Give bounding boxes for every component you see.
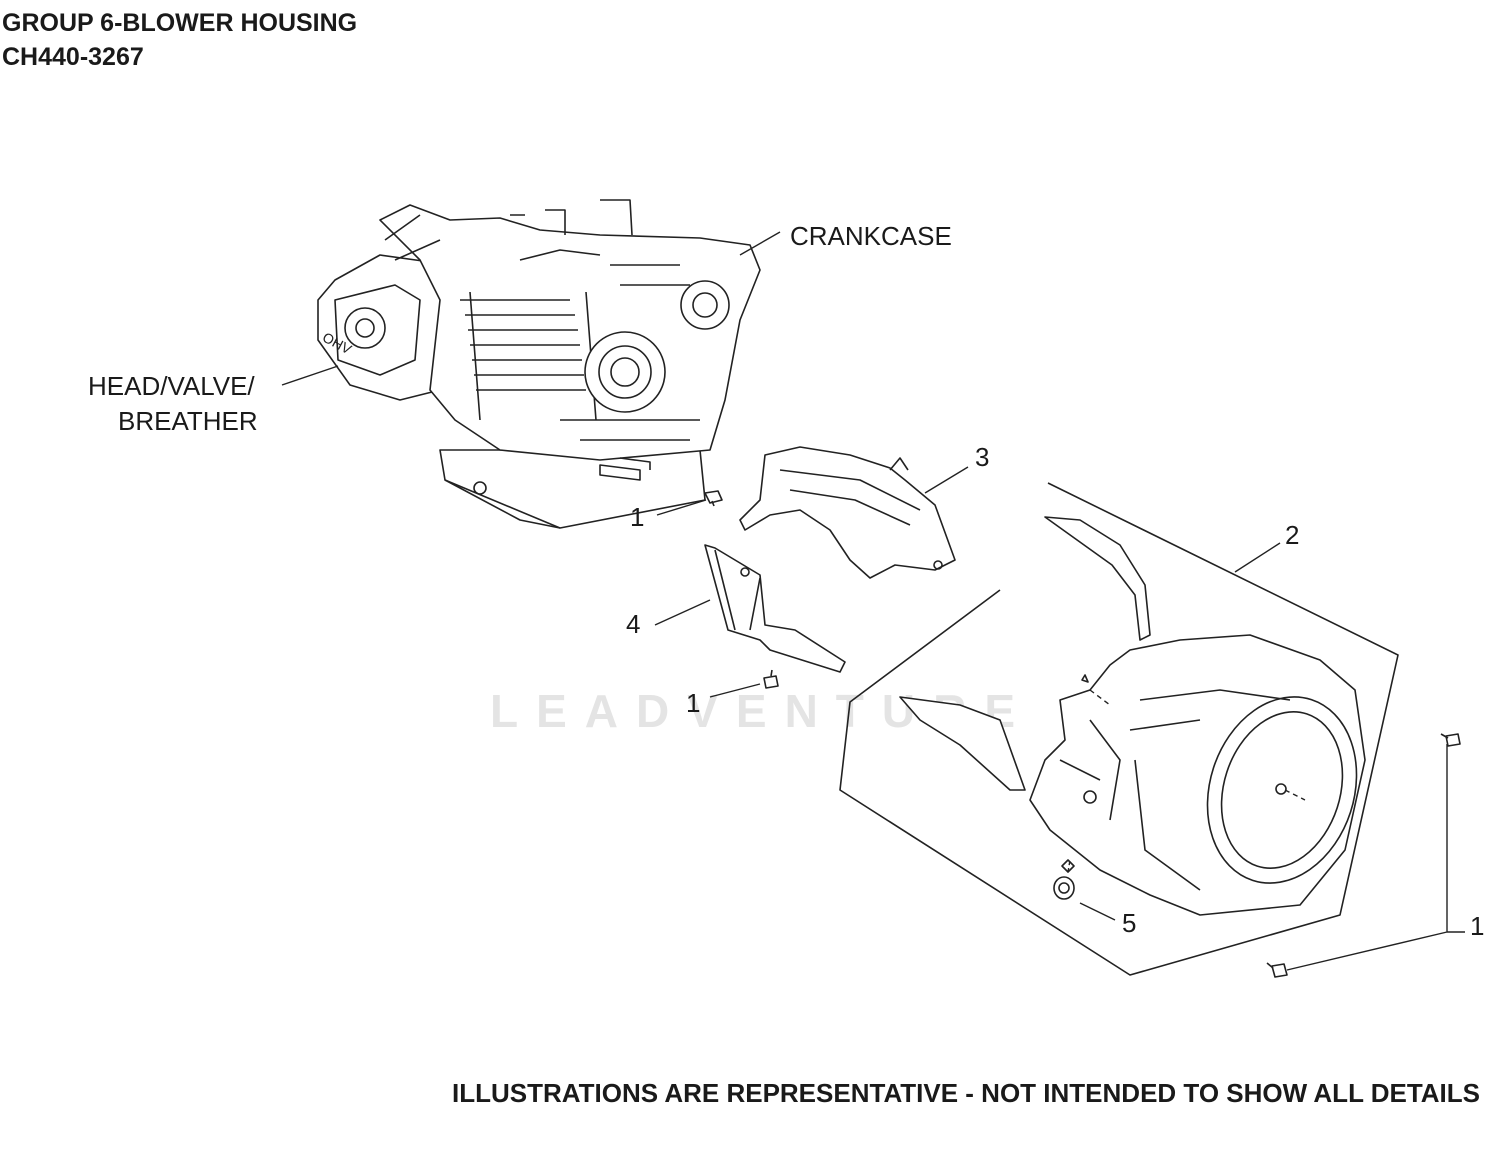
callout-4: 4 xyxy=(626,609,641,639)
part-5-grommet xyxy=(1053,859,1075,900)
disclaimer-text: ILLUSTRATIONS ARE REPRESENTATIVE - NOT I… xyxy=(452,1078,1480,1108)
group-title: GROUP 6-BLOWER HOUSING xyxy=(2,9,358,37)
part-4-baffle xyxy=(704,544,846,673)
callout-1-right: 1 xyxy=(1470,911,1485,941)
leader-lines xyxy=(281,231,1465,971)
bolt-1c-lower-icon xyxy=(1266,962,1288,978)
model-number: CH440-3267 xyxy=(2,43,144,71)
bolt-1a-icon xyxy=(704,490,723,507)
engine-crankcase-illustration: OHV xyxy=(317,199,761,529)
part-3-cylinder-shroud xyxy=(739,446,956,579)
label-head-valve-line1: HEAD/VALVE/ xyxy=(88,371,255,401)
callout-2: 2 xyxy=(1285,520,1300,550)
part-2-group-outline xyxy=(839,482,1399,976)
part-2-blower-housing xyxy=(899,516,1366,916)
label-crankcase: CRANKCASE xyxy=(790,221,952,251)
label-head-valve-line2: BREATHER xyxy=(118,406,258,436)
bolt-1b-icon xyxy=(763,669,779,689)
callout-1-upper: 1 xyxy=(630,502,645,532)
bolt-1c-upper-icon xyxy=(1440,733,1461,747)
callout-5: 5 xyxy=(1122,908,1137,938)
callout-1-middle: 1 xyxy=(686,688,701,718)
callout-3: 3 xyxy=(975,442,990,472)
